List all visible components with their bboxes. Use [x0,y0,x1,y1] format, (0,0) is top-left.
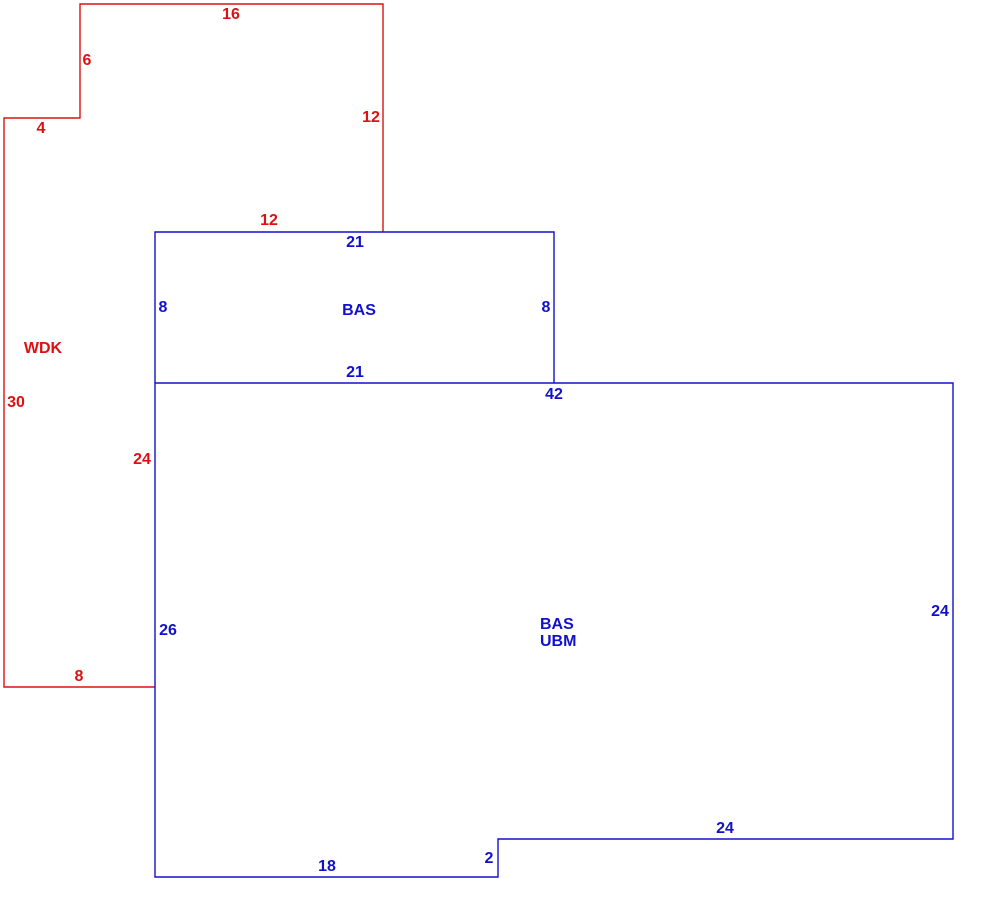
deck-dim-top: 16 [222,6,240,23]
main-block-dim-step: 2 [485,850,494,867]
upper-block-area-label: BAS [342,302,376,319]
upper-block-dim-right: 8 [542,299,551,316]
main-block-area-label-line2: UBM [540,633,576,650]
main-block-dim-bottom-left: 18 [318,858,336,875]
deck-outline [3,3,384,688]
main-block-outline [154,382,954,878]
upper-block-dim-top: 21 [346,234,364,251]
main-block-dim-left: 26 [159,622,177,639]
deck-dim-right-upper: 12 [362,109,380,126]
deck-dim-step: 4 [37,120,46,137]
upper-block-dim-left: 8 [159,299,168,316]
deck-dim-inner-left: 24 [133,451,151,468]
deck-dim-lower-top: 12 [260,212,278,229]
upper-block-dim-bottom: 21 [346,364,364,381]
deck-area-label: WDK [24,340,63,357]
main-block-dim-top: 42 [545,386,563,403]
deck-dim-left: 30 [7,394,25,411]
main-block-dim-right: 24 [931,603,949,620]
deck-dim-bottom: 8 [75,668,84,685]
deck-dim-left-upper: 6 [83,52,92,69]
upper-block-outline [154,231,555,383]
main-block-dim-bottom-right: 24 [716,820,734,837]
main-block-area-label-line1: BAS [540,616,574,633]
